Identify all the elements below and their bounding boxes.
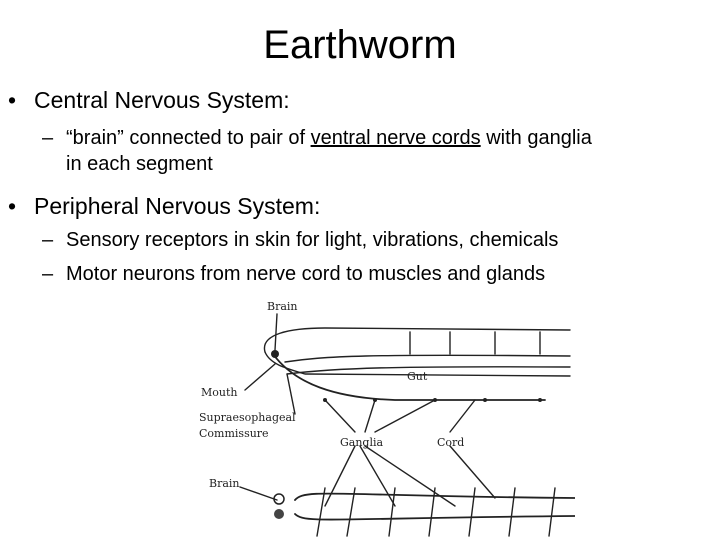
lateral-nerve xyxy=(428,487,436,537)
bullet-dot-icon: • xyxy=(8,193,17,219)
supra-pointer xyxy=(286,373,296,415)
bullet-label: Peripheral Nervous System: xyxy=(34,193,321,219)
sub-bullet-text-line2: in each segment xyxy=(66,153,213,175)
worm-body-outline-lower xyxy=(264,351,571,377)
label-cord: Cord xyxy=(437,436,464,449)
lateral-nerve xyxy=(346,487,356,537)
cord-pointer xyxy=(449,399,476,433)
ganglia-pointer-lower xyxy=(359,445,396,507)
underlined-term: ventral nerve cords xyxy=(310,127,481,149)
mouth-pointer xyxy=(244,363,276,391)
gut-outline-lower xyxy=(286,366,571,375)
slide-title: Earthworm xyxy=(263,23,457,67)
dash-icon: – xyxy=(42,263,54,285)
label-supraesophageal: Supraesophageal xyxy=(199,411,296,424)
nerve-node xyxy=(483,398,487,402)
ganglia-pointer xyxy=(374,399,436,433)
gut-outline xyxy=(284,354,571,363)
lower-cord-2 xyxy=(294,513,575,521)
bullet-dot-icon: • xyxy=(8,87,17,113)
sub-bullet-text-pre: “brain” connected to pair of xyxy=(66,127,311,149)
lateral-nerve xyxy=(468,487,476,537)
bullet-label: Central Nervous System: xyxy=(34,87,290,113)
sub-bullet-text-post: with ganglia xyxy=(480,127,592,149)
earthworm-nervous-system-diagram: Brain Gut Mouth Supraesophageal Commissu… xyxy=(199,300,575,537)
dash-icon: – xyxy=(42,127,54,149)
ganglia-pointer-lower xyxy=(324,445,356,507)
cord-pointer-lower xyxy=(449,445,496,499)
lateral-nerve xyxy=(316,487,326,537)
brain-ganglion xyxy=(271,350,279,358)
ventral-nerve-cord xyxy=(272,353,546,401)
ganglia-pointer-lower xyxy=(364,445,456,507)
label-commissure: Commissure xyxy=(199,427,269,440)
lateral-nerve xyxy=(388,487,396,537)
ganglia-pointer xyxy=(324,399,356,433)
lower-cord xyxy=(294,492,575,501)
label-brain-top: Brain xyxy=(267,300,298,313)
lateral-nerve xyxy=(548,487,556,537)
label-ganglia: Ganglia xyxy=(340,436,384,449)
sub-bullet-text: Sensory receptors in skin for light, vib… xyxy=(66,229,559,251)
sub-bullet-text: Motor neurons from nerve cord to muscles… xyxy=(66,263,546,285)
brain-bottom-lower xyxy=(274,509,284,519)
nerve-node xyxy=(538,398,542,402)
brain-pointer xyxy=(274,313,278,351)
label-brain-bottom: Brain xyxy=(209,477,240,490)
label-mouth: Mouth xyxy=(201,386,237,399)
brain-bottom-upper xyxy=(273,493,285,505)
sub-bullet-text: “brain” connected to pair of ventral ner… xyxy=(66,126,592,150)
brain-bottom-pointer xyxy=(239,486,278,501)
nerve-node xyxy=(433,398,437,402)
worm-body-outline xyxy=(263,327,571,353)
lateral-nerve xyxy=(508,487,516,537)
nerve-node xyxy=(373,398,377,402)
nerve-node xyxy=(323,398,327,402)
dash-icon: – xyxy=(42,229,54,251)
label-gut: Gut xyxy=(407,370,428,383)
ganglia-pointer xyxy=(364,399,376,433)
